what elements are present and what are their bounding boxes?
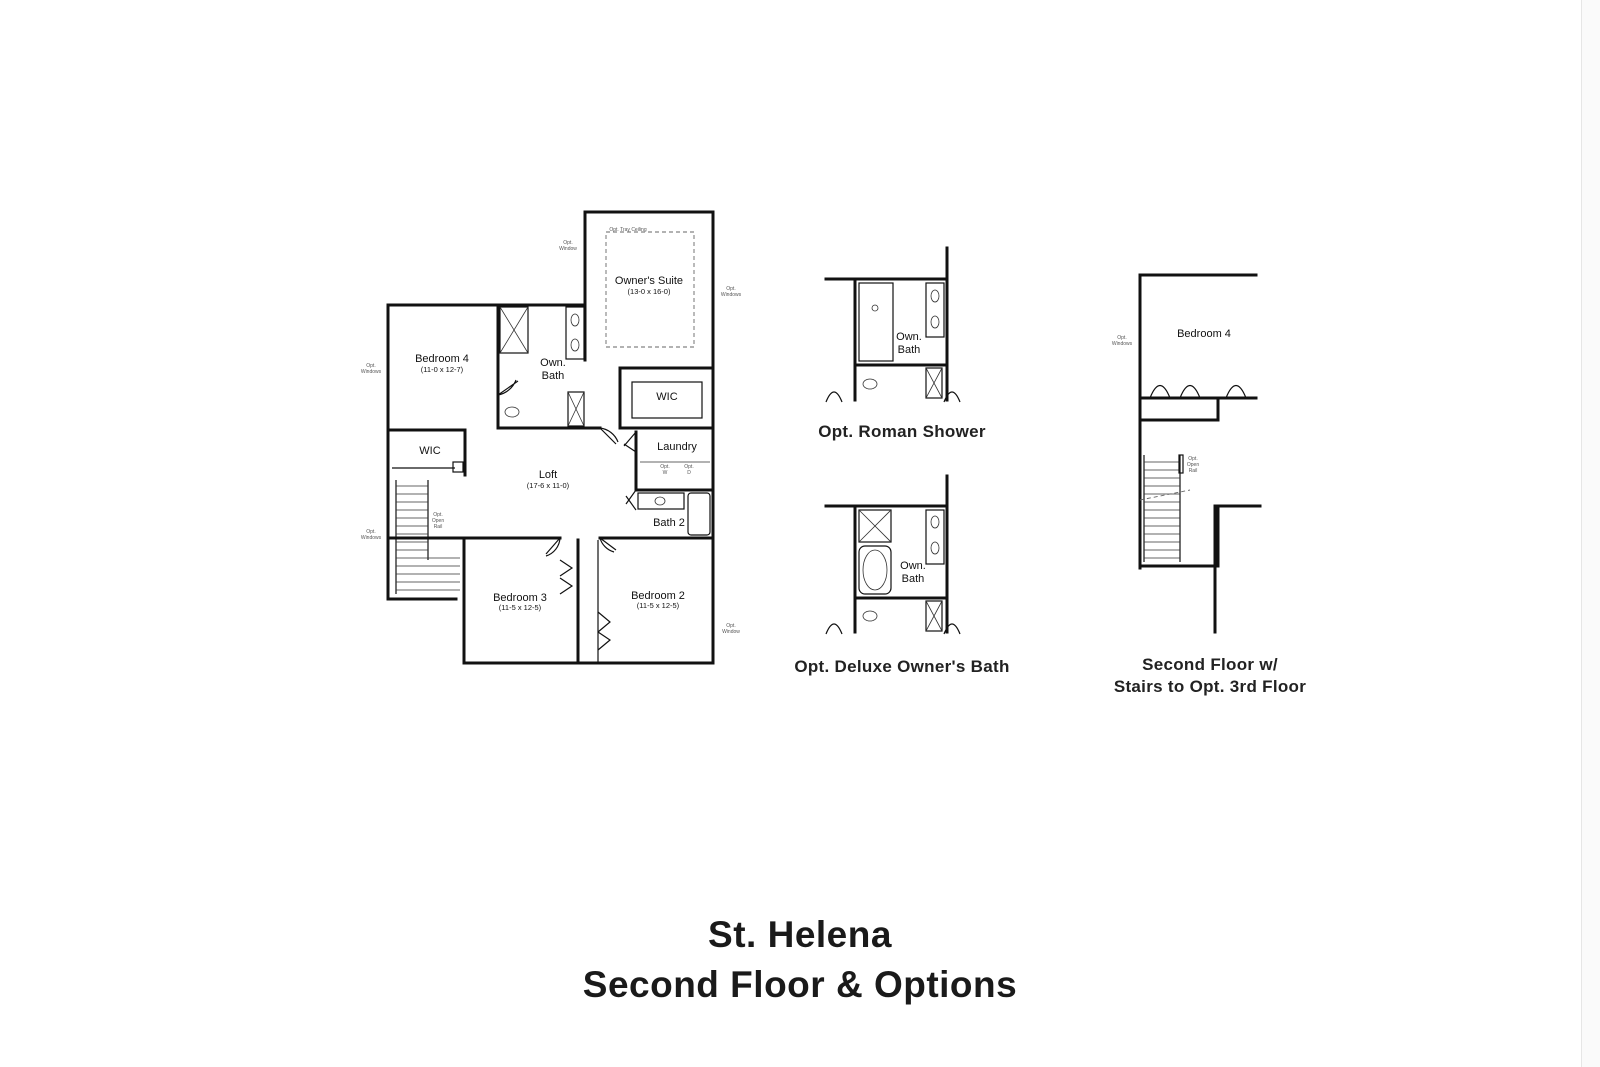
roman-own-bath-1: Own. bbox=[896, 331, 922, 343]
owners-suite-label: Owner's Suite bbox=[615, 275, 683, 287]
stairs-3rd-floor-option: Bedroom 4 Opt. Windows Opt. Open bbox=[1112, 273, 1262, 634]
loft-label: Loft bbox=[539, 469, 557, 481]
deluxe-own-bath-2: Bath bbox=[902, 573, 925, 585]
plan-title-line1: St. Helena bbox=[708, 914, 892, 955]
window-note-d-1: Opt. bbox=[366, 529, 375, 535]
window-note-c-2: Windows bbox=[361, 369, 382, 375]
bedroom3-label: Bedroom 3 bbox=[493, 592, 547, 604]
laundry-label: Laundry bbox=[657, 441, 697, 453]
plan-title-line2: Second Floor & Options bbox=[582, 964, 1018, 1005]
window-note-d-2: Windows bbox=[361, 535, 382, 541]
tray-ceiling-note: Opt. Tray Ceiling bbox=[609, 227, 646, 233]
stairs-3rd-caption-line2: Stairs to Opt. 3rd Floor bbox=[1113, 677, 1307, 696]
deluxe-bath-option: Own. Bath bbox=[824, 474, 961, 635]
deluxe-own-bath-1: Own. bbox=[900, 560, 926, 572]
opt-d-2: D bbox=[687, 470, 691, 476]
window-note-a-1: Opt. bbox=[563, 240, 572, 246]
wic-shelf bbox=[631, 381, 703, 419]
opt3-rail-note-2: Open bbox=[1187, 462, 1199, 468]
main-second-floor-plan: Opt. Tray Ceiling Owner's Suite (13-0 x … bbox=[361, 210, 742, 665]
opt3-rail-note-1: Opt. bbox=[1188, 456, 1197, 462]
stairs-3rd-caption: Second Floor w/ Stairs to Opt. 3rd Floor bbox=[1090, 654, 1330, 698]
opt3-stairs bbox=[1139, 455, 1191, 562]
rail-note-1: Opt. bbox=[433, 512, 442, 518]
bedroom4-dims: (11-0 x 12-7) bbox=[421, 365, 464, 374]
bedroom3-dims: (11-5 x 12-5) bbox=[499, 603, 542, 612]
own-bath-label-1: Own. bbox=[540, 357, 566, 369]
bath2-vanity bbox=[637, 492, 685, 510]
window-note-c-1: Opt. bbox=[366, 363, 375, 369]
wic-bed4-label: WIC bbox=[419, 445, 440, 457]
vanity bbox=[925, 282, 945, 338]
roman-own-bath-2: Bath bbox=[898, 344, 921, 356]
owners-suite-dims: (13-0 x 16-0) bbox=[628, 287, 671, 296]
opt-d-1: Opt. bbox=[684, 464, 693, 470]
opt3-rail-note-3: Rail bbox=[1189, 468, 1198, 474]
window-note-b-2: Windows bbox=[721, 292, 742, 298]
bedroom2-label: Bedroom 2 bbox=[631, 590, 685, 602]
loft-dims: (17-6 x 11-0) bbox=[527, 481, 570, 490]
stairs-3rd-caption-line1: Second Floor w/ bbox=[1142, 655, 1278, 674]
window-note-a-2: Window bbox=[559, 246, 577, 252]
deluxe-bath-caption: Opt. Deluxe Owner's Bath bbox=[794, 657, 1010, 676]
plan-title: St. Helena Second Floor & Options bbox=[0, 910, 1600, 1010]
linen-closet bbox=[567, 391, 585, 427]
bedroom2-dims: (11-5 x 12-5) bbox=[637, 601, 680, 610]
tray-ceiling-outline bbox=[605, 231, 695, 348]
vanity bbox=[565, 306, 585, 360]
opt-w-2: W bbox=[663, 470, 668, 476]
roman-shower-caption: Opt. Roman Shower bbox=[818, 422, 986, 441]
rail-note-2: Open bbox=[432, 518, 444, 524]
rail-note-3: Rail bbox=[434, 524, 443, 530]
window-note-e-2: Window bbox=[722, 629, 740, 635]
opt3-bedroom4-label: Bedroom 4 bbox=[1177, 328, 1231, 340]
wic-owner-label: WIC bbox=[656, 391, 677, 403]
page-edge bbox=[1581, 0, 1600, 1067]
opt3-window-note-1: Opt. bbox=[1117, 335, 1126, 341]
opt3-window-note-2: Windows bbox=[1112, 341, 1133, 347]
opt-w-1: Opt. bbox=[660, 464, 669, 470]
bedroom4-label: Bedroom 4 bbox=[415, 353, 469, 365]
bath2-label: Bath 2 bbox=[653, 517, 685, 529]
stairs bbox=[395, 480, 460, 594]
outer-wall bbox=[386, 210, 715, 665]
roman-shower-option: Own. Bath bbox=[824, 246, 961, 403]
roman-shower bbox=[858, 282, 894, 362]
shower bbox=[499, 306, 529, 354]
deluxe-shower bbox=[858, 509, 892, 543]
window-note-e-1: Opt. bbox=[726, 623, 735, 629]
bathtub bbox=[687, 492, 711, 536]
window-note-b-1: Opt. bbox=[726, 286, 735, 292]
deluxe-tub bbox=[858, 545, 892, 595]
toilet bbox=[504, 406, 520, 418]
own-bath-label-2: Bath bbox=[542, 370, 565, 382]
